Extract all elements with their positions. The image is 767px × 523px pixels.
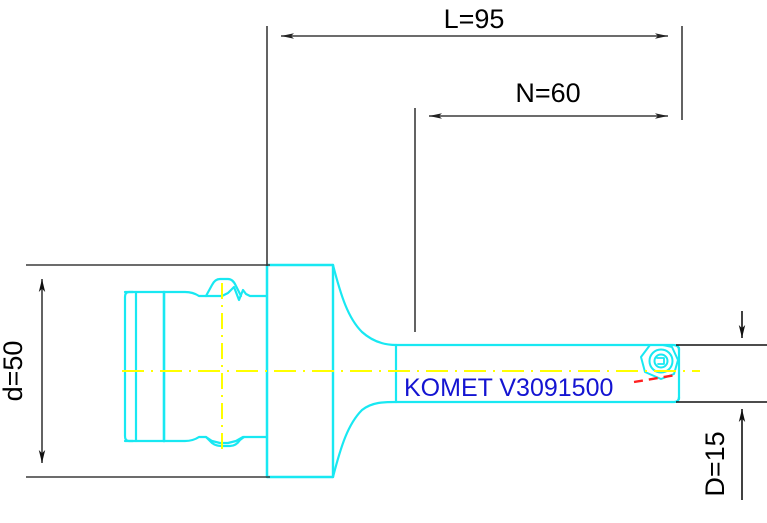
insert-cutting-edge [633, 373, 677, 384]
dimension-d [26, 264, 270, 478]
dimension-label-N: N=60 [515, 78, 580, 108]
dimension-L [266, 26, 683, 266]
dimension-label-d: d=50 [0, 341, 28, 402]
taper-upper-curve [331, 263, 398, 347]
shank-upper-profile [123, 285, 269, 302]
drive-key-bump [204, 277, 243, 298]
bar-tip-top [646, 343, 681, 352]
bar-tip-bottom [670, 395, 681, 404]
shank-lower-groove [204, 435, 246, 448]
part-outline-group [123, 263, 681, 479]
clamp-screw-inner [653, 353, 669, 369]
clamp-screw-slot [656, 357, 665, 365]
shank-end-cap [123, 290, 135, 443]
taper-lower-curve [331, 400, 398, 479]
centerline-group [122, 283, 700, 450]
part-label-text: KOMET V3091500 [404, 374, 613, 402]
dimension-N [414, 108, 668, 332]
insert-seat-outline [640, 344, 679, 380]
dimension-label-D: D=15 [700, 431, 730, 496]
dimension-label-L: L=95 [444, 4, 505, 34]
clamp-screw-outer [648, 348, 674, 374]
shank-lower-profile [123, 435, 269, 445]
insert-cutting-edge-group [633, 373, 677, 384]
dimension-D [676, 311, 767, 500]
